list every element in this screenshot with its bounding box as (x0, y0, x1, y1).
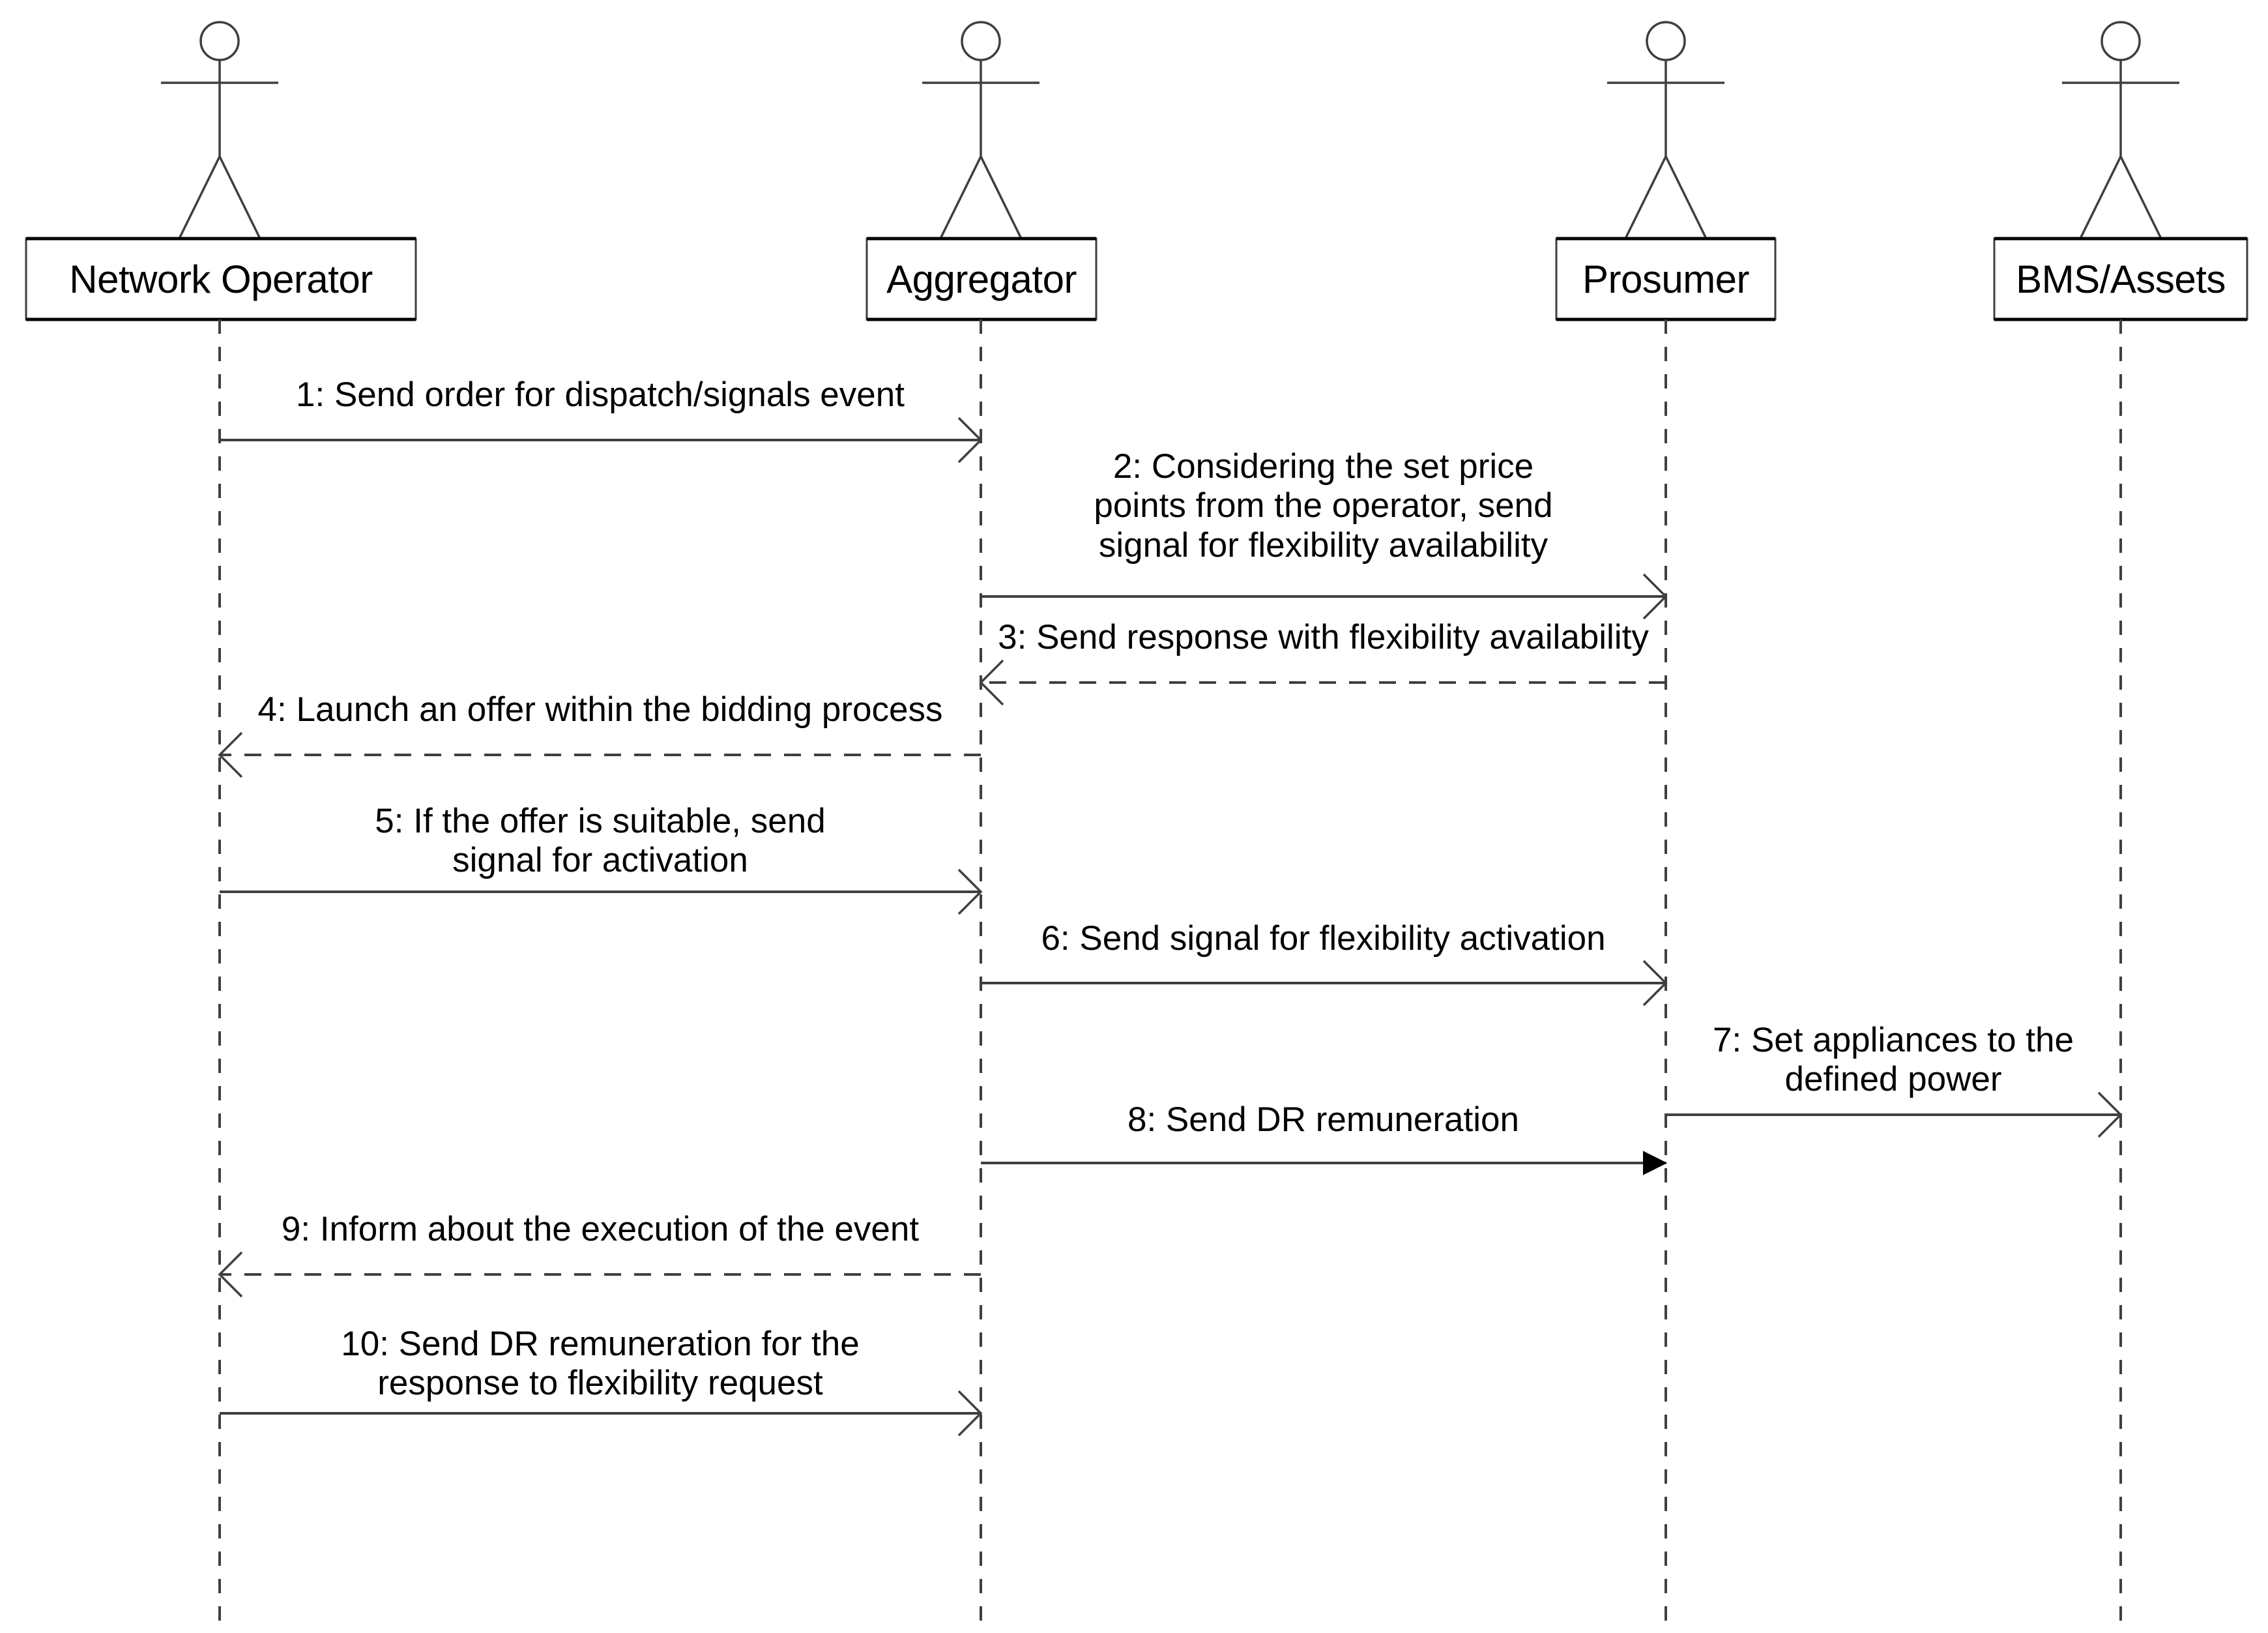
lifeline-box-network-operator[interactable] (25, 237, 417, 321)
message-label-6: 6: Send signal for flexibility activatio… (1041, 919, 1606, 958)
actor-leg-right-bms-assets (2119, 156, 2162, 239)
actor-leg-left-aggregator (939, 156, 982, 239)
actor-head-icon-bms-assets (2101, 21, 2141, 61)
lifeline-box-aggregator[interactable] (865, 237, 1098, 321)
message-arrowhead-open-1 (957, 417, 983, 463)
message-arrowhead-open-7 (2097, 1091, 2123, 1138)
actor-leg-left-prosumer (1624, 156, 1667, 239)
message-arrowhead-open-5 (957, 868, 983, 915)
lifeline-label-prosumer: Prosumer (1582, 257, 1750, 301)
lifeline-box-prosumer[interactable] (1555, 237, 1777, 321)
message-arrowhead-open-4 (218, 731, 243, 778)
message-label-1: 1: Send order for dispatch/signals event (296, 375, 905, 414)
message-arrowhead-open-3 (979, 659, 1004, 706)
lifeline-box-bms-assets[interactable] (1993, 237, 2248, 321)
message-arrowhead-open-2 (1642, 573, 1668, 620)
actor-leg-right-network-operator (218, 156, 261, 239)
actor-leg-left-network-operator (178, 156, 221, 239)
actor-leg-right-aggregator (980, 156, 1023, 239)
actor-head-icon-prosumer (1646, 21, 1686, 61)
message-arrowhead-filled-8 (1643, 1151, 1668, 1175)
lifeline-label-network-operator: Network Operator (69, 257, 373, 301)
message-label-10: 10: Send DR remuneration for the respons… (341, 1325, 860, 1403)
message-arrowhead-open-10 (957, 1390, 983, 1437)
message-label-8: 8: Send DR remuneration (1127, 1100, 1519, 1139)
message-label-4: 4: Launch an offer within the bidding pr… (257, 690, 943, 729)
message-label-2: 2: Considering the set price points from… (1094, 447, 1553, 565)
actor-leg-left-bms-assets (2079, 156, 2122, 239)
actor-head-icon-aggregator (961, 21, 1001, 61)
lifeline-label-bms-assets: BMS/Assets (2016, 257, 2226, 301)
message-label-3: 3: Send response with flexibility availa… (998, 618, 1649, 656)
actor-leg-right-prosumer (1665, 156, 1708, 239)
actor-head-icon-network-operator (199, 21, 240, 61)
message-arrowhead-open-9 (218, 1251, 243, 1298)
message-label-9: 9: Inform about the execution of the eve… (281, 1210, 920, 1248)
message-arrowhead-open-6 (1642, 960, 1668, 1007)
message-label-7: 7: Set appliances to the defined power (1713, 1021, 2074, 1099)
lifeline-label-aggregator: Aggregator (886, 257, 1077, 301)
message-label-5: 5: If the offer is suitable, send signal… (375, 802, 826, 880)
